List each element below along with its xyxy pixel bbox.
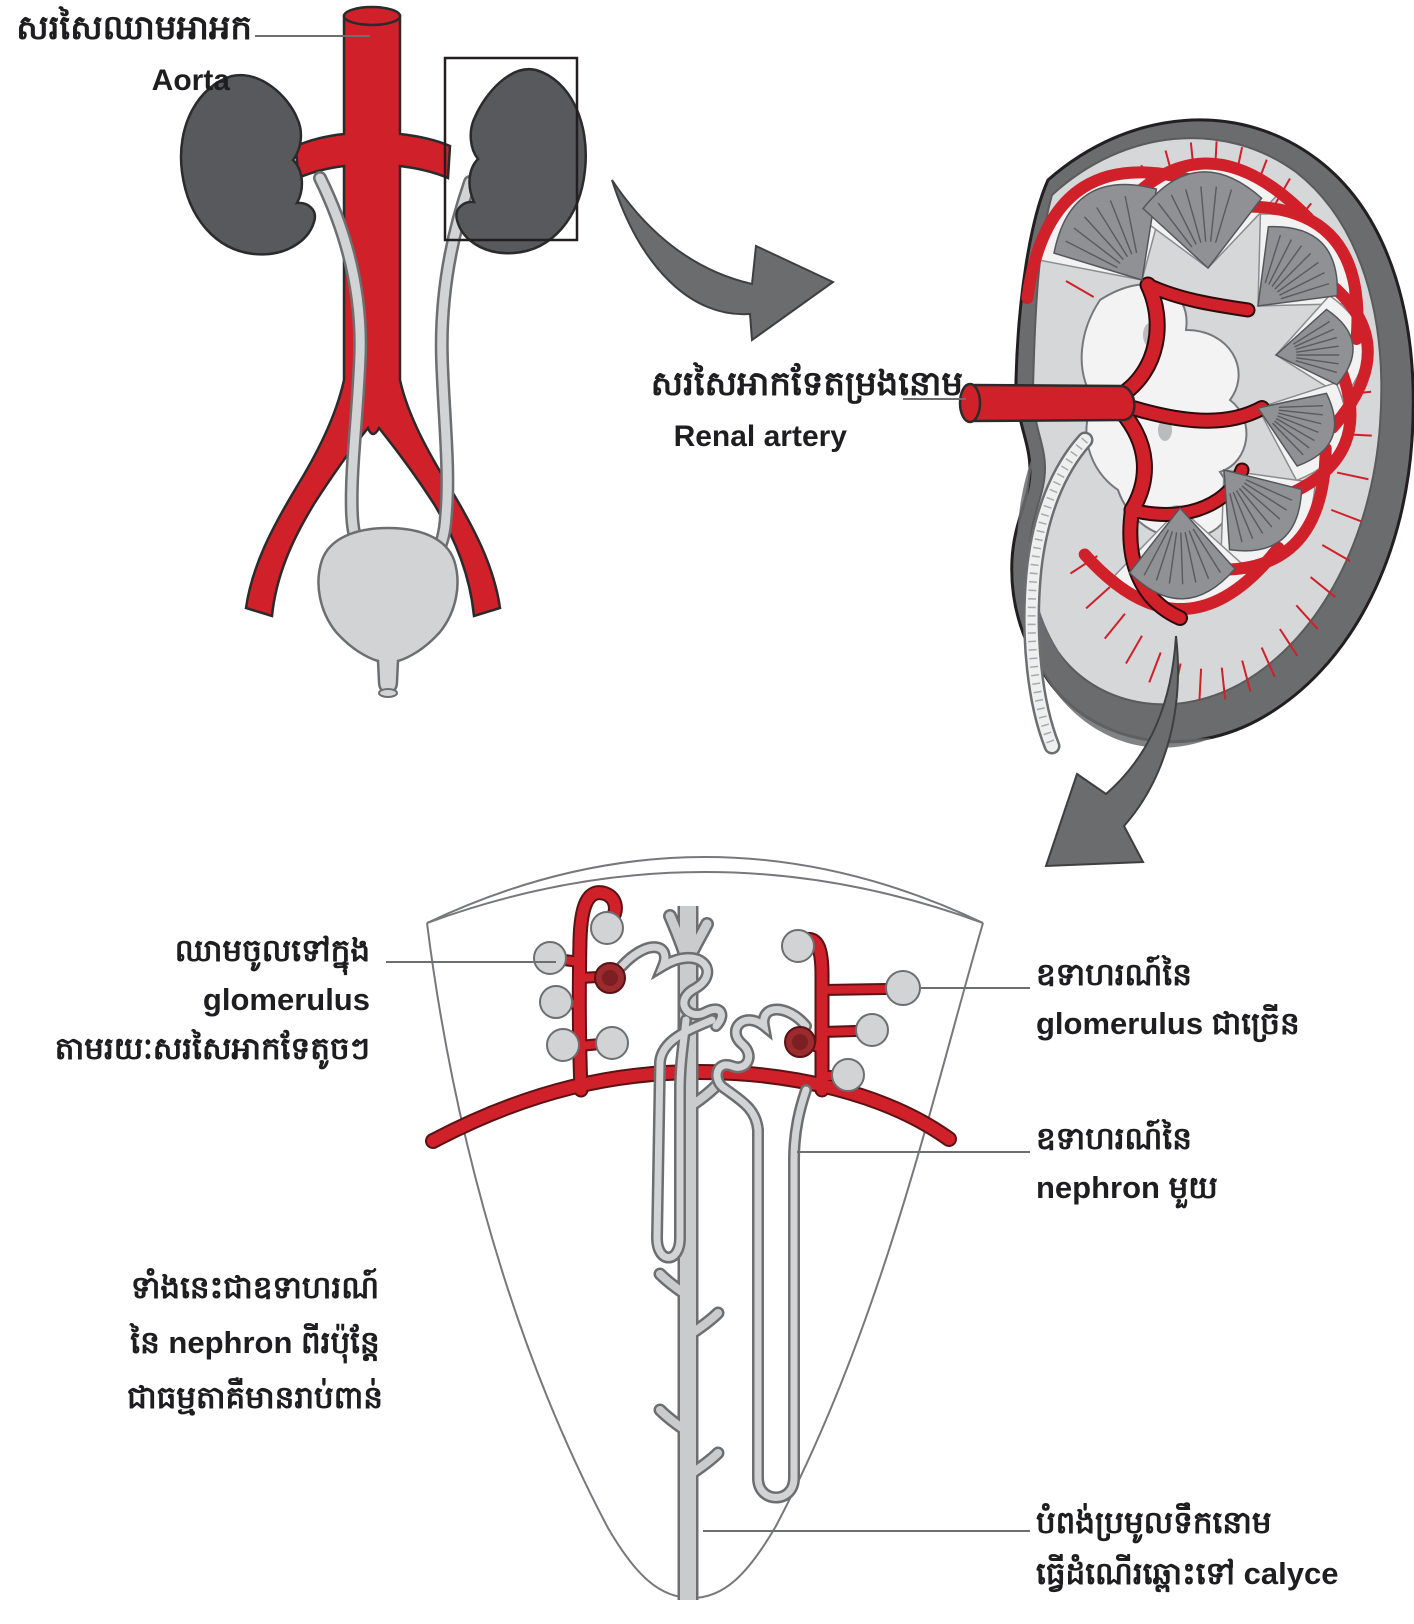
label-aorta-english: Aorta (151, 64, 230, 97)
hilum-shadow (1016, 450, 1212, 748)
interlobular-stem-1 (573, 887, 621, 1096)
label-nephron-note: ទាំងនេះជាឧទាហរណ៍ នៃ nephron ពីរប៉ុន្តែ ជ… (100, 1260, 410, 1425)
label-line: ឈាមចូលទៅក្នុង glomerulus (174, 933, 370, 1017)
label-renal-artery-english: Renal artery (673, 420, 847, 453)
nephron-tubules (616, 941, 812, 1504)
glomerulus-capsules (533, 911, 921, 1092)
label-line: តាមរយៈសរសៃអាកទែតូចៗ (54, 1031, 370, 1066)
henle-loop-short (653, 1016, 716, 1261)
label-line: ឧទាហរណ៍នៃ (1036, 957, 1192, 992)
label-line: ឧទាហរណ៍នៃ (1036, 1121, 1192, 1156)
label-line: ជាធម្មតាគឺមានរាប់ពាន់ (127, 1380, 383, 1415)
zoom-box (443, 56, 579, 242)
label-line: glomerulus ជាច្រើន (1036, 1006, 1300, 1041)
wedge-outer-arc (426, 856, 984, 924)
label-line: នៃ nephron ពីរប៉ុន្តែ (130, 1325, 380, 1360)
label-line: ទាំងនេះជាឧទាហរណ៍ (130, 1270, 380, 1305)
leader-lines (255, 35, 1030, 1532)
ureter-right (429, 177, 475, 562)
aorta-open-top (342, 5, 402, 27)
zoom-arrow-bottom (1044, 635, 1179, 868)
label-many-glomeruli: ឧទាហរណ៍នៃ glomerulus ជាច្រើន (1036, 950, 1366, 1048)
tubule-nephron-1 (618, 943, 725, 1030)
label-collecting-duct: បំពង់ប្រមូលទឹកនោម ធ្វើដំណើរឆ្ពោះទៅ calyc… (1036, 1497, 1376, 1599)
label-blood-to-glomerulus: ឈាមចូលទៅក្នុង glomerulus តាមរយៈសរសៃអាកទែ… (28, 926, 370, 1073)
kidney-right (455, 67, 587, 255)
label-one-nephron: ឧទាហរណ៍នៃ nephron មួយ (1036, 1114, 1366, 1212)
glomeruli (594, 962, 816, 1058)
label-line: ធ្វើដំណើរឆ្ពោះទៅ calyce (1036, 1556, 1339, 1591)
wedge-inner-arc (426, 871, 984, 924)
interlobular-stem-2 (798, 933, 828, 1096)
kidney-left (179, 73, 317, 256)
pyramid-striations (1065, 186, 1340, 585)
arcuate-artery (427, 1065, 955, 1147)
label-renal-artery-khmer: សរសៃអាកទែតម្រងនោម (650, 365, 963, 403)
kidney-cross-section (958, 118, 1414, 755)
nephron-tubules (618, 943, 810, 1501)
urinary-system-diagram (179, 5, 587, 698)
renal-artery-cut-end (958, 382, 982, 424)
label-line: nephron មួយ (1036, 1170, 1218, 1205)
nephron-wedge-diagram (425, 856, 984, 1600)
henle-loop-long (720, 1084, 810, 1501)
ureter-left (315, 173, 369, 562)
ureter-cross-section (1025, 434, 1091, 752)
label-aorta-khmer: សរសៃឈាមអាអក (16, 9, 252, 47)
tubule-nephron-2 (713, 1006, 810, 1092)
bladder (317, 526, 459, 698)
ureters (315, 173, 475, 562)
aorta-and-arteries (244, 14, 502, 618)
label-line: បំពង់ប្រមូលទឹកនោម (1036, 1505, 1272, 1540)
renal-artery-trunk (968, 383, 1136, 423)
zoom-arrow-top (611, 179, 835, 342)
